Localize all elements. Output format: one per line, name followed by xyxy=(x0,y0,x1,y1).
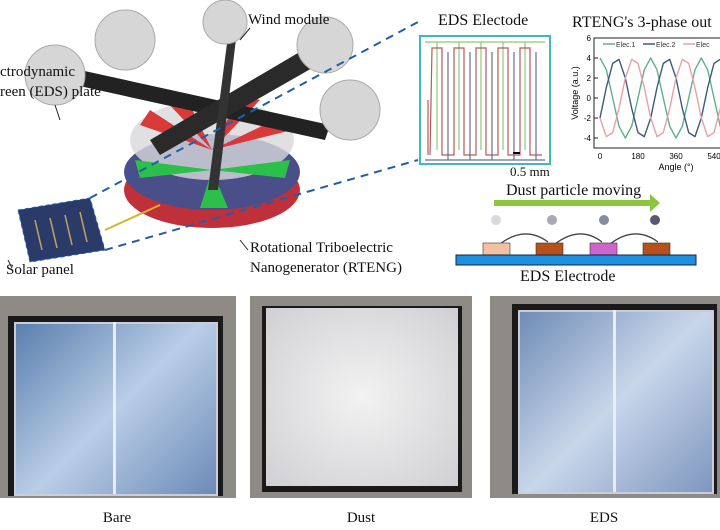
dust-particles xyxy=(491,215,660,225)
y-tick-label: -4 xyxy=(584,134,592,143)
eds-plate-label-1: ctrodynamic xyxy=(0,64,75,80)
y-tick-label: 0 xyxy=(587,94,592,103)
chart-title: RTENG's 3-phase out xyxy=(572,14,712,31)
red-electrode xyxy=(427,47,542,156)
plot-frame xyxy=(593,37,720,149)
eds-plate-pattern xyxy=(34,211,88,251)
rteng-illustration xyxy=(7,0,381,269)
pointer-lines xyxy=(7,27,251,269)
legend-label-1: Elec.1 xyxy=(616,42,636,49)
green-electrode xyxy=(425,41,545,150)
caption-bare: Bare xyxy=(102,510,132,526)
y-axis-label: Voltage (a.u.) xyxy=(570,66,580,120)
scale-bar-label: 0.5 mm xyxy=(510,164,550,179)
dust-moving-label: Dust particle moving xyxy=(506,182,642,199)
y-tick-label: 6 xyxy=(587,34,592,43)
caption-eds: EDS xyxy=(589,510,619,526)
caption-dust: Dust xyxy=(346,510,376,526)
series-line-1 xyxy=(599,57,720,139)
dust-moving-diagram xyxy=(455,194,697,266)
x-axis-label: Angle (°) xyxy=(658,162,693,172)
gray-electrode xyxy=(425,52,545,161)
photo-dust xyxy=(250,296,472,498)
voltage-chart: Elec.1Elec.2Elec6420-2-4018036054072Angl… xyxy=(570,34,720,172)
legend-label-3: Elec xyxy=(696,42,710,49)
wind-cups xyxy=(24,0,381,141)
y-tick-label: 2 xyxy=(587,74,592,83)
wire xyxy=(104,204,161,231)
legend-label-2: Elec.2 xyxy=(656,42,676,49)
y-tick-label: 4 xyxy=(587,54,592,63)
x-tick-label: 0 xyxy=(598,152,603,161)
hop-arrows xyxy=(499,233,659,245)
rteng-label-1: Rotational Triboelectric xyxy=(250,240,393,256)
x-tick-label: 180 xyxy=(631,152,645,161)
eds-electrode-title: EDS Electode xyxy=(438,12,529,29)
wind-module-label: Wind module xyxy=(248,12,330,28)
eds-electrode-bottom-label: EDS Electrode xyxy=(520,268,616,285)
rteng-label-2: Nanogenerator (RTENG) xyxy=(250,260,402,276)
x-tick-label: 540 xyxy=(707,152,720,161)
solar-panel-label: Solar panel xyxy=(6,262,74,278)
eds-electrode-diagram xyxy=(419,35,551,165)
dust-direction-arrow xyxy=(494,194,660,212)
series-line-3 xyxy=(599,58,720,138)
electrode-substrate xyxy=(455,254,697,266)
zoom-dashed-lines xyxy=(89,21,419,251)
wind-shaft xyxy=(208,20,238,190)
photo-eds xyxy=(490,296,720,498)
photo-bare xyxy=(0,296,236,498)
x-tick-label: 360 xyxy=(669,152,683,161)
electrode-pads xyxy=(482,242,671,256)
y-tick-label: -2 xyxy=(584,114,592,123)
wind-arm-2 xyxy=(150,40,335,155)
eds-plate-label-2: reen (EDS) plate xyxy=(0,84,101,100)
wind-arm-1 xyxy=(75,70,330,140)
